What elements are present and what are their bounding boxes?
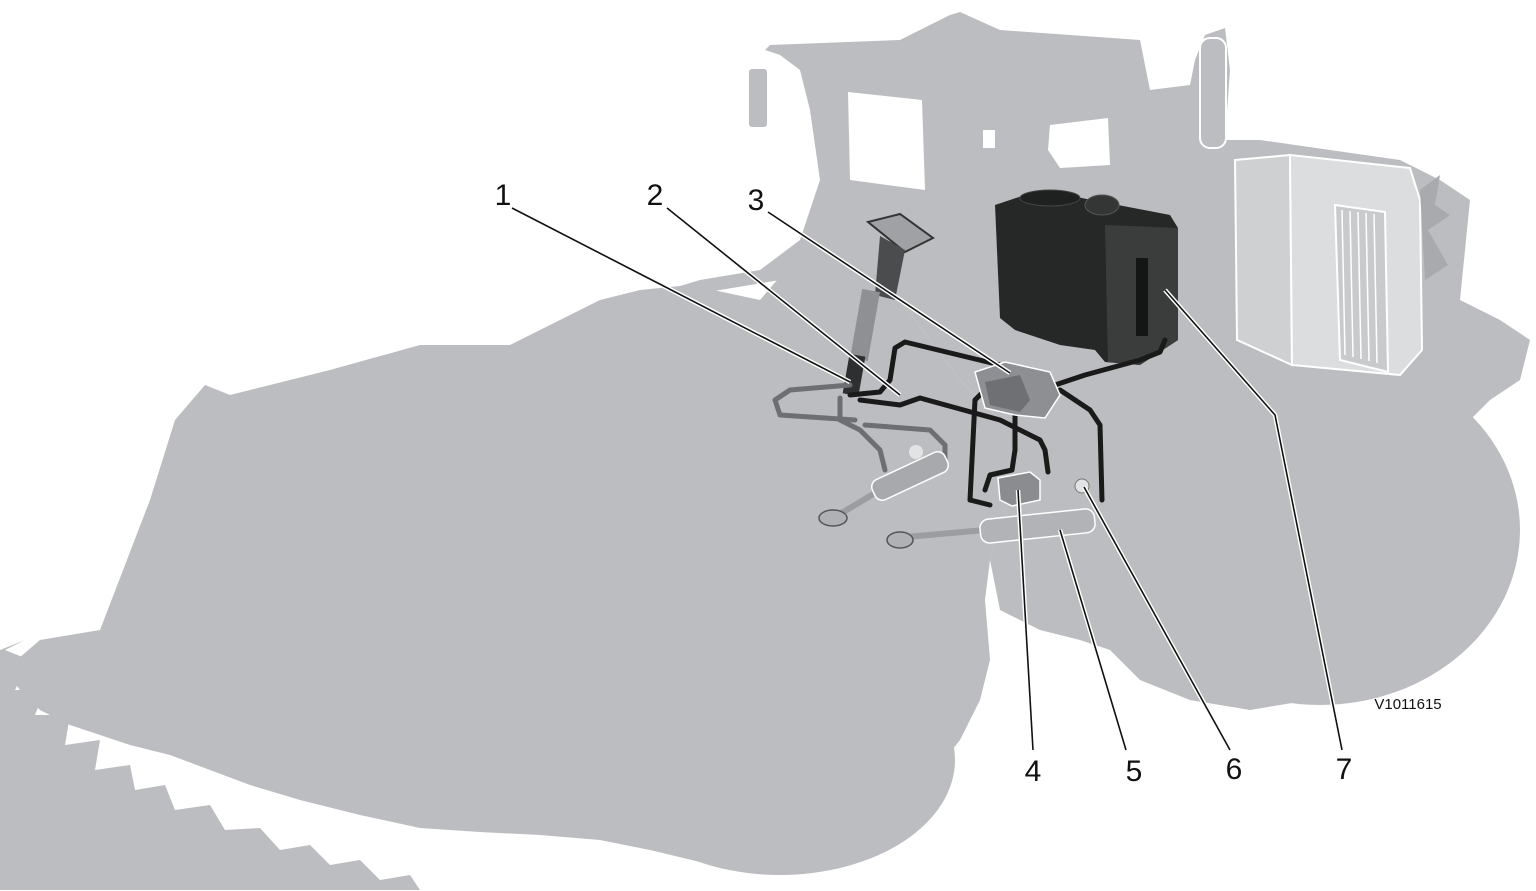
callout-3: 3 [748, 184, 765, 217]
callout-2: 2 [647, 179, 664, 212]
callout-4: 4 [1025, 755, 1042, 788]
cab-windows [848, 92, 1110, 190]
steering-valve [974, 361, 1061, 419]
hydraulic-hoses [772, 337, 1168, 508]
callout-5: 5 [1126, 755, 1143, 788]
callout-1: 1 [495, 179, 512, 212]
leader-line-7 [1164, 289, 1343, 751]
cooler-unit [1233, 153, 1450, 377]
leader-line-1 [511, 207, 851, 383]
callout-labels: 1 2 3 4 5 6 7 [495, 179, 1353, 788]
callout-6: 6 [1226, 753, 1243, 786]
priority-valve [997, 471, 1041, 507]
leader-line-2 [666, 207, 901, 396]
leader-line-4 [1017, 489, 1034, 751]
leader-lines [510, 205, 1345, 752]
cab-details [747, 37, 1227, 149]
hydraulic-tank [995, 189, 1178, 365]
leader-line-3 [767, 211, 1011, 374]
leader-line-5 [1059, 529, 1127, 751]
leader-line-6 [1083, 486, 1231, 751]
wheel-loader-silhouette [0, 12, 1530, 890]
callout-7: 7 [1336, 753, 1353, 786]
figure-reference-code: V1011615 [1374, 696, 1441, 713]
